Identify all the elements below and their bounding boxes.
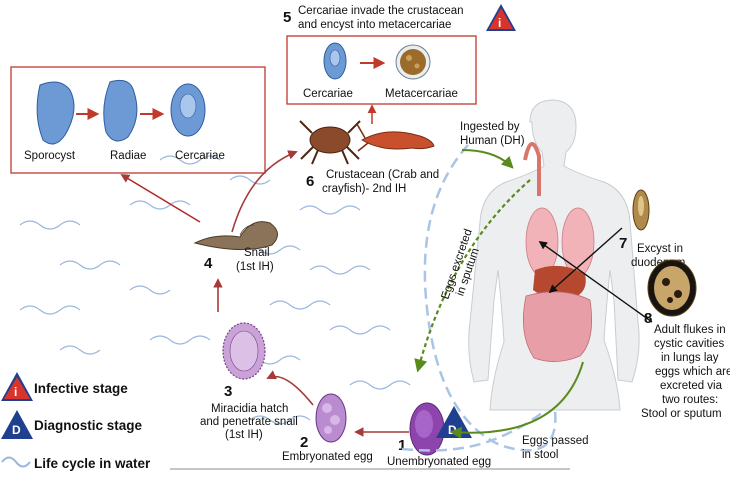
step6-text-line1: Crustacean (Crab and — [326, 169, 439, 181]
step4-text-line2: (1st IH) — [236, 261, 274, 273]
step8-text-line6: two routes: — [662, 394, 718, 406]
snail-icon — [193, 221, 278, 251]
cercariae-label-box: Cercariae — [175, 150, 225, 162]
stool-text-line2: in stool — [522, 449, 558, 461]
miracidium-icon — [222, 322, 266, 380]
egg2-to-miracidia-arrow — [266, 370, 314, 406]
step3-text-line1: Miracidia hatch — [211, 403, 288, 415]
crab-icon — [299, 120, 361, 165]
step8-text-line3: in lungs lay — [661, 352, 719, 364]
ingested-text-line2: Human (DH) — [460, 135, 525, 147]
legend-diagnostic-letter: D — [12, 423, 21, 437]
infective-badge-step5: i — [486, 4, 516, 31]
radiae-label: Radiae — [110, 150, 146, 162]
metacercaria-icon — [395, 44, 431, 80]
metacercariae-box — [286, 35, 477, 105]
stool-arrow — [449, 361, 584, 439]
metacercariae-label: Metacercariae — [385, 88, 458, 100]
infective-badge-letter: i — [498, 16, 501, 30]
legend-water-label: Life cycle in water — [34, 456, 151, 471]
embryonated-egg-icon — [315, 393, 347, 443]
step6-number: 6 — [306, 173, 314, 190]
legend-infective-icon: i — [1, 372, 33, 401]
snail-to-stages-arrow — [120, 174, 201, 223]
step8-text-line5: excreted via — [660, 380, 723, 392]
dashed-life-cycle-path — [423, 144, 557, 452]
step5-number: 5 — [283, 9, 291, 26]
step3-number: 3 — [224, 383, 232, 400]
snail-to-crustacean-arrow — [231, 150, 298, 233]
step8-text-line7: Stool or sputum — [641, 408, 722, 420]
step7-number: 7 — [619, 235, 627, 252]
legend-water-icon — [1, 456, 31, 468]
step1-label: Unembryonated egg — [387, 456, 491, 468]
step8-text-line2: cystic cavities — [654, 338, 725, 350]
step2-label: Embryonated egg — [282, 451, 373, 463]
step3-text-line3: (1st IH) — [225, 429, 263, 441]
sputum-arrow — [414, 179, 531, 373]
legend: i Infective stage D Diagnostic stage Lif… — [1, 372, 151, 471]
step2-number: 2 — [300, 434, 308, 451]
cercariae-icon-box — [170, 83, 206, 137]
step5-text-line1: Cercariae invade the crustacean — [298, 5, 464, 17]
snail-stages-box — [10, 66, 266, 174]
step3-text-line2: and penetrate snail — [200, 416, 298, 428]
ingested-text-line1: Ingested by — [460, 121, 520, 133]
legend-diagnostic-label: Diagnostic stage — [34, 418, 143, 433]
human-body-icon — [468, 99, 640, 411]
stool-text-line1: Eggs passed — [522, 435, 589, 447]
step6-text-line2: crayfish)- 2nd IH — [322, 183, 406, 195]
step5-text-line2: and encyst into metacercariae — [298, 19, 451, 31]
step7-text-line1: Excyst in — [637, 243, 683, 255]
crayfish-icon — [356, 123, 435, 152]
ingested-arrow — [461, 149, 514, 169]
unembryonated-egg-icon — [409, 402, 445, 456]
sporocyst-label: Sporocyst — [24, 150, 76, 162]
step4-number: 4 — [204, 255, 213, 272]
step4-text-line1: Snail — [244, 247, 270, 259]
sporocyst-icon — [36, 81, 75, 145]
diagnostic-badge-egg-letter: D — [448, 423, 457, 437]
legend-diagnostic-icon: D — [1, 410, 33, 439]
step1-number: 1 — [398, 437, 406, 454]
adult-to-lungs-arrow — [538, 241, 653, 323]
excyst-to-duodenum-arrow — [548, 227, 623, 294]
legend-infective-label: Infective stage — [34, 381, 128, 396]
step8-text-line4: eggs which are — [655, 366, 730, 378]
radiae-icon — [103, 79, 138, 142]
legend-infective-letter: i — [14, 385, 17, 399]
excysted-fluke-icon — [632, 189, 650, 231]
cercariae-label-top: Cercariae — [303, 88, 353, 100]
cercaria-icon — [323, 42, 347, 80]
adult-fluke-icon — [647, 259, 697, 317]
step8-text-line1: Adult flukes in — [654, 324, 726, 336]
